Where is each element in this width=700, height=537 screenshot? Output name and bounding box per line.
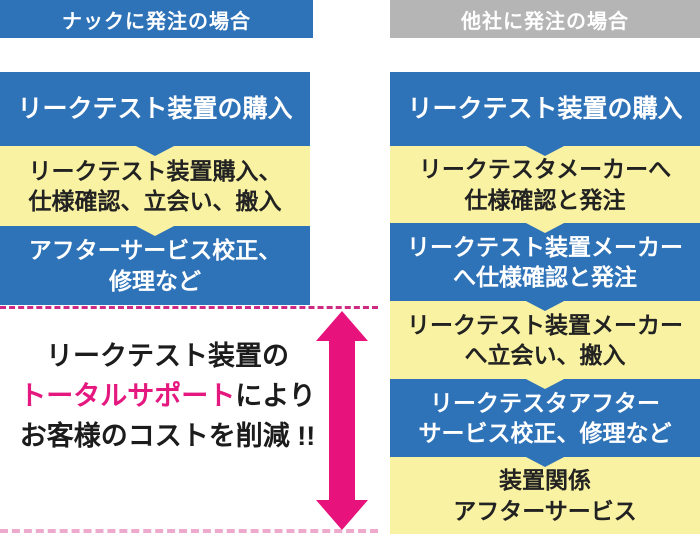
summary-highlight: トータルサポート xyxy=(19,381,236,411)
flow-box-line: リークテスタメーカーへ xyxy=(418,156,672,183)
flow-box-line: へ仕様確認と発注 xyxy=(453,264,637,290)
flow-box-line: リークテスト装置の購入 xyxy=(17,94,293,123)
summary-line-2-rest: により xyxy=(235,381,316,411)
summary-line-3: お客様のコストを削減 !! xyxy=(19,421,316,451)
flow-box-line: リークテスタアフター xyxy=(430,389,660,416)
flow-box-line: へ立会い、搬入 xyxy=(464,342,626,368)
flow-box-right-4: リークテスト装置メーカー へ立会い、搬入 xyxy=(390,301,700,379)
flow-box-right-1: リークテスト装置の購入 xyxy=(390,72,700,146)
flow-box-line: アフターサービス校正、 xyxy=(28,237,282,264)
flow-box-line: リークテスト装置メーカー xyxy=(407,233,683,260)
flow-box-right-2: リークテスタメーカーへ 仕様確認と発注 xyxy=(390,146,700,223)
flow-box-right-3: リークテスト装置メーカー へ仕様確認と発注 xyxy=(390,223,700,301)
double-arrow-icon xyxy=(316,311,368,530)
flow-box-line: リークテスト装置購入、 xyxy=(28,157,282,184)
right-column-header: 他社に発注の場合 xyxy=(390,0,700,38)
flow-box-left-2: リークテスト装置購入、 仕様確認、立会い、搬入 xyxy=(0,146,310,226)
flow-box-right-6: 装置関係 アフターサービス xyxy=(390,457,700,534)
flow-box-left-1: リークテスト装置の購入 xyxy=(0,72,310,146)
flow-box-right-5: リークテスタアフター サービス校正、修理など xyxy=(390,379,700,457)
flow-box-line: リークテスト装置の購入 xyxy=(407,94,683,123)
dashed-divider-top xyxy=(0,306,378,309)
flow-box-line: アフターサービス xyxy=(453,497,637,524)
flow-box-line: 仕様確認、立会い、搬入 xyxy=(28,188,282,214)
flow-box-line: 仕様確認と発注 xyxy=(464,186,626,213)
flow-box-line: サービス校正、修理など xyxy=(418,420,672,446)
left-column-header: ナックに発注の場合 xyxy=(0,0,313,38)
summary-line-2: トータルサポートにより xyxy=(0,376,335,416)
cost-reduction-summary: リークテスト装置の トータルサポートにより お客様のコストを削減 !! xyxy=(0,336,335,456)
flow-box-line: 修理など xyxy=(109,267,201,294)
flow-box-left-3: アフターサービス校正、 修理など xyxy=(0,226,310,305)
summary-line-1: リークテスト装置の xyxy=(46,341,289,371)
dashed-divider-bottom xyxy=(0,529,378,533)
flow-box-line: リークテスト装置メーカー xyxy=(407,311,683,338)
flow-box-line: 装置関係 xyxy=(499,467,591,494)
